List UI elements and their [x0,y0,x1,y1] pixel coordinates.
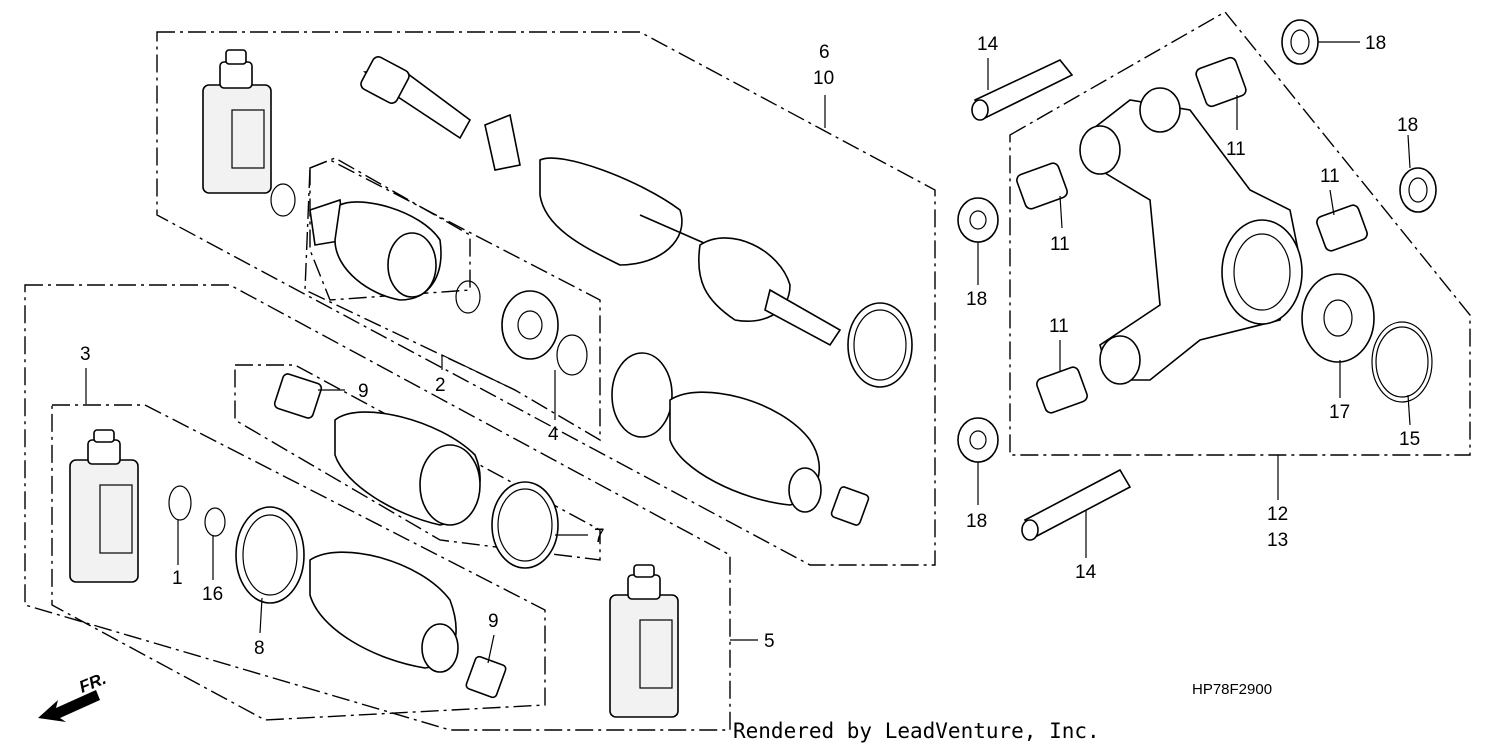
boot-band-icon [491,481,559,569]
inner-joint-icon [309,198,442,301]
callout-11-left: 11 [1050,234,1070,255]
callout-14-bottom: 14 [1075,562,1097,583]
spider-bearing-icon [501,290,559,360]
callout-11-bottom: 11 [1049,316,1069,337]
callout-18-top: 18 [1365,33,1386,54]
callout-1: 1 [172,568,183,589]
circlip-icon [204,507,226,537]
snap-ring-icon [1371,321,1433,403]
boot-clamp-icon [830,486,870,526]
callouts: 1 2 3 4 5 6 7 8 9 9 10 11 11 11 11 12 13… [80,33,1420,659]
callout-15: 15 [1399,429,1420,450]
callout-6: 6 [819,42,830,63]
callout-2: 2 [435,375,446,396]
callout-16: 16 [202,584,223,605]
grease-bottle-icon [609,564,679,718]
boot-band-icon [235,506,305,604]
collar-icons [971,56,1368,541]
callout-18-right: 18 [1397,115,1418,136]
callout-11-top: 11 [1226,139,1246,160]
outline-inner-kit [304,159,601,442]
grease-bottle-icon [69,429,139,583]
front-direction-indicator: FR. [38,669,109,722]
direction-label: FR. [76,669,109,697]
outline-boot-kit-3 [51,404,546,721]
callout-18-bottom: 18 [966,511,987,532]
outline-swingarm [1009,11,1471,456]
callout-18-mid: 18 [966,289,987,310]
boot-band-icon [611,352,673,438]
callout-7: 7 [594,526,605,547]
callout-5: 5 [764,631,775,652]
callout-11-right: 11 [1320,166,1340,187]
outline-boot-kit-7 [234,364,601,561]
credit-line: Rendered by LeadVenture, Inc. [733,719,1100,743]
arrow-icon [38,690,100,722]
group-outlines [24,11,1471,731]
oil-seal-icon [1281,19,1319,65]
outline-driveshaft-assy [156,31,936,566]
callout-9-upper: 9 [358,381,369,402]
callout-4: 4 [548,424,559,445]
circlip-icon [556,334,588,376]
callout-8: 8 [254,638,265,659]
dust-seal-icon [957,417,999,463]
callout-10: 10 [813,68,834,89]
drive-shaft-icon [360,56,842,347]
callout-9-lower: 9 [488,611,499,632]
diagram-code: HP78F2900 [1192,681,1272,698]
circlip-icon [270,183,296,217]
oil-seal-icon [1399,167,1437,213]
callout-12: 12 [1267,504,1288,525]
callout-13: 13 [1267,530,1288,551]
callout-3: 3 [80,344,91,365]
circlip-icon [455,280,481,314]
parts [69,19,1437,718]
boot-clamp-icon [273,373,323,419]
leader-lines [85,41,1411,664]
dust-seal-icon [957,197,999,243]
callout-17: 17 [1329,402,1350,423]
boot-band-icon [847,302,913,388]
swingarm-icon [1079,87,1303,385]
callout-14-top: 14 [977,34,999,55]
bearing-icon [1301,273,1375,363]
circlip-icon [168,485,192,521]
boot-clamp-icon [465,655,507,699]
grease-bottle-icon [202,49,272,194]
